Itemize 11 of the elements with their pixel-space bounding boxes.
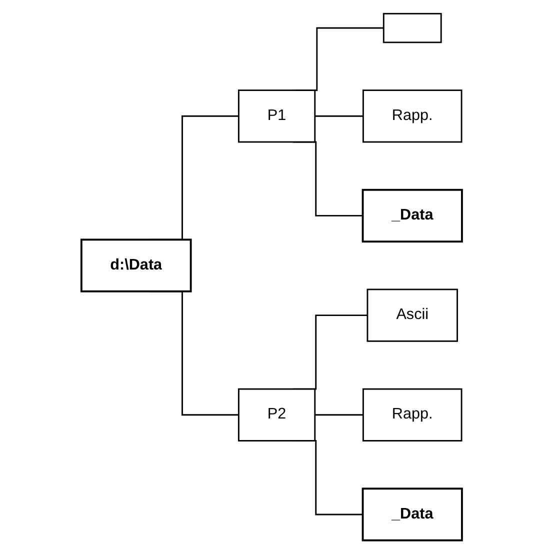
connector xyxy=(314,115,363,117)
node-box: d:\Data xyxy=(80,238,192,292)
node-box: _Data xyxy=(362,488,463,542)
node-box: Ascii xyxy=(366,288,458,342)
connector xyxy=(314,414,363,416)
node-box: P2 xyxy=(238,388,316,442)
node-box: _Data xyxy=(362,188,463,243)
node-box: P1 xyxy=(238,90,316,143)
node-box xyxy=(382,12,442,44)
node-box: Rapp. xyxy=(362,388,462,442)
node-box: Rapp. xyxy=(362,90,462,143)
